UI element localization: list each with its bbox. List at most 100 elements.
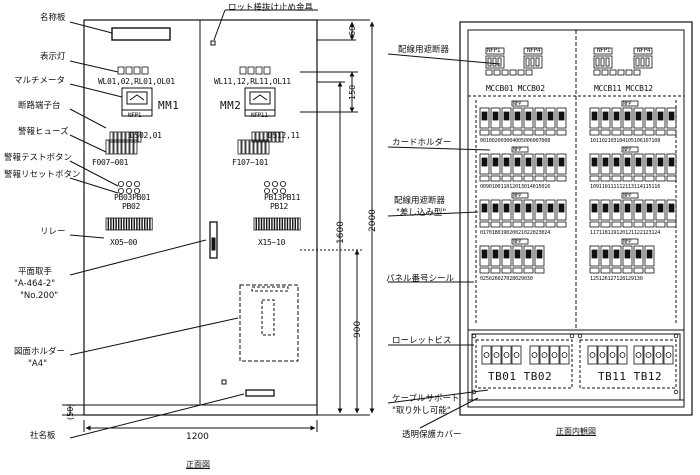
- breaker-toggle: [624, 203, 631, 213]
- card-holder: [611, 175, 622, 182]
- mccb-label-cell: [633, 69, 641, 76]
- relay: [282, 217, 286, 231]
- push-button: [263, 180, 270, 187]
- terminal-cell: [251, 131, 256, 143]
- tb-screw: [655, 352, 662, 358]
- relay: [110, 217, 114, 231]
- tb-screw: [561, 352, 568, 358]
- card-holder: [666, 175, 677, 182]
- mccb-breaker: [593, 55, 613, 69]
- breaker-toggle: [558, 157, 565, 167]
- tb-terminal: [587, 345, 598, 365]
- mccb-pole: [492, 57, 497, 67]
- relay: [144, 217, 148, 231]
- branch-breaker: [655, 107, 666, 129]
- branch-breaker: [490, 153, 501, 175]
- tb-terminal: [539, 345, 550, 365]
- mccb-pole: [635, 57, 640, 67]
- breaker-toggle: [481, 157, 488, 167]
- breaker-toggle: [536, 203, 543, 213]
- tag-pb-left-2: PB02: [122, 202, 141, 211]
- breaker-toggle: [547, 111, 554, 121]
- card-holder: [666, 129, 677, 136]
- breaker-toggle: [503, 111, 510, 121]
- nfp-row-text: NFP: [623, 193, 632, 199]
- fuse: [241, 139, 246, 155]
- relay: [141, 217, 145, 231]
- indicator-lamp: [255, 66, 263, 75]
- fuse: [109, 139, 114, 155]
- mccb-label-cell: [517, 69, 525, 76]
- terminal-cell: [263, 131, 268, 143]
- label-breaker-wiring: 配線用遮断器: [398, 45, 450, 55]
- dim-base-50: (50): [66, 403, 75, 420]
- card-holder: [523, 129, 534, 136]
- nfp-row-tag: [511, 192, 529, 199]
- tag-tb-left: TB01 TB02: [488, 370, 553, 383]
- breaker-toggle: [657, 157, 664, 167]
- card-holder: [600, 129, 611, 136]
- row-label-left: 025026027028029030: [480, 276, 533, 282]
- tb-terminal: [511, 345, 522, 365]
- tb-screw: [599, 352, 606, 358]
- breaker-toggle: [602, 111, 609, 121]
- label-flat-handle-no: "No.200": [20, 291, 59, 301]
- nfp-row-tag: [511, 100, 529, 107]
- mccb-pole: [595, 57, 600, 67]
- breaker-toggle: [536, 249, 543, 259]
- branch-breaker: [600, 153, 611, 175]
- tag-mm2: MM2: [220, 99, 242, 112]
- branch-breaker: [545, 199, 556, 221]
- breaker-toggle: [624, 157, 631, 167]
- card-holder: [545, 129, 556, 136]
- branch-breaker: [589, 107, 600, 129]
- card-holder: [490, 221, 501, 228]
- card-holder: [589, 221, 600, 228]
- branch-breaker: [523, 107, 534, 129]
- relay: [131, 217, 135, 231]
- tag-mm1: MM1: [158, 99, 180, 112]
- label-relay: リレー: [40, 227, 66, 237]
- card-holder: [512, 221, 523, 228]
- label-breaker-plugin: 配線用遮断器: [394, 196, 446, 206]
- card-holder: [633, 221, 644, 228]
- card-holder: [556, 175, 567, 182]
- relay: [271, 217, 275, 231]
- indicator-lamp: [263, 66, 271, 75]
- terminal-cell: [137, 131, 142, 143]
- card-holder: [534, 267, 545, 274]
- caption-front-view: 正面図: [186, 460, 210, 469]
- relay: [123, 217, 127, 231]
- branch-breaker: [545, 107, 556, 129]
- card-holder: [633, 175, 644, 182]
- tb-screw: [493, 352, 500, 358]
- branch-breaker: [534, 107, 545, 129]
- push-button: [279, 187, 286, 194]
- card-holder: [644, 175, 655, 182]
- breaker-toggle: [591, 157, 598, 167]
- nfp-row-tag: [621, 146, 639, 153]
- branch-breaker: [501, 107, 512, 129]
- tb-screw: [635, 352, 642, 358]
- card-holder: [479, 221, 490, 228]
- row-label-right: 101102103104105106107108: [590, 138, 661, 144]
- breaker-toggle: [514, 203, 521, 213]
- indicator-lamp: [133, 66, 141, 75]
- branch-breaker: [512, 199, 523, 221]
- relay: [118, 217, 122, 231]
- label-drawing-holder-size: "A4": [28, 359, 48, 369]
- push-button: [263, 187, 270, 194]
- card-holder: [501, 175, 512, 182]
- tb-screw: [483, 352, 490, 358]
- tb-screw: [589, 352, 596, 358]
- branch-breaker: [490, 199, 501, 221]
- terminal-cell: [275, 131, 280, 143]
- branch-breaker: [611, 199, 622, 221]
- card-holder: [512, 175, 523, 182]
- breaker-toggle: [525, 249, 532, 259]
- tb-screw: [609, 352, 616, 358]
- indicator-lamp: [125, 66, 133, 75]
- branch-breaker: [534, 153, 545, 175]
- mccb-pole: [535, 57, 540, 67]
- tb-terminal: [663, 345, 674, 365]
